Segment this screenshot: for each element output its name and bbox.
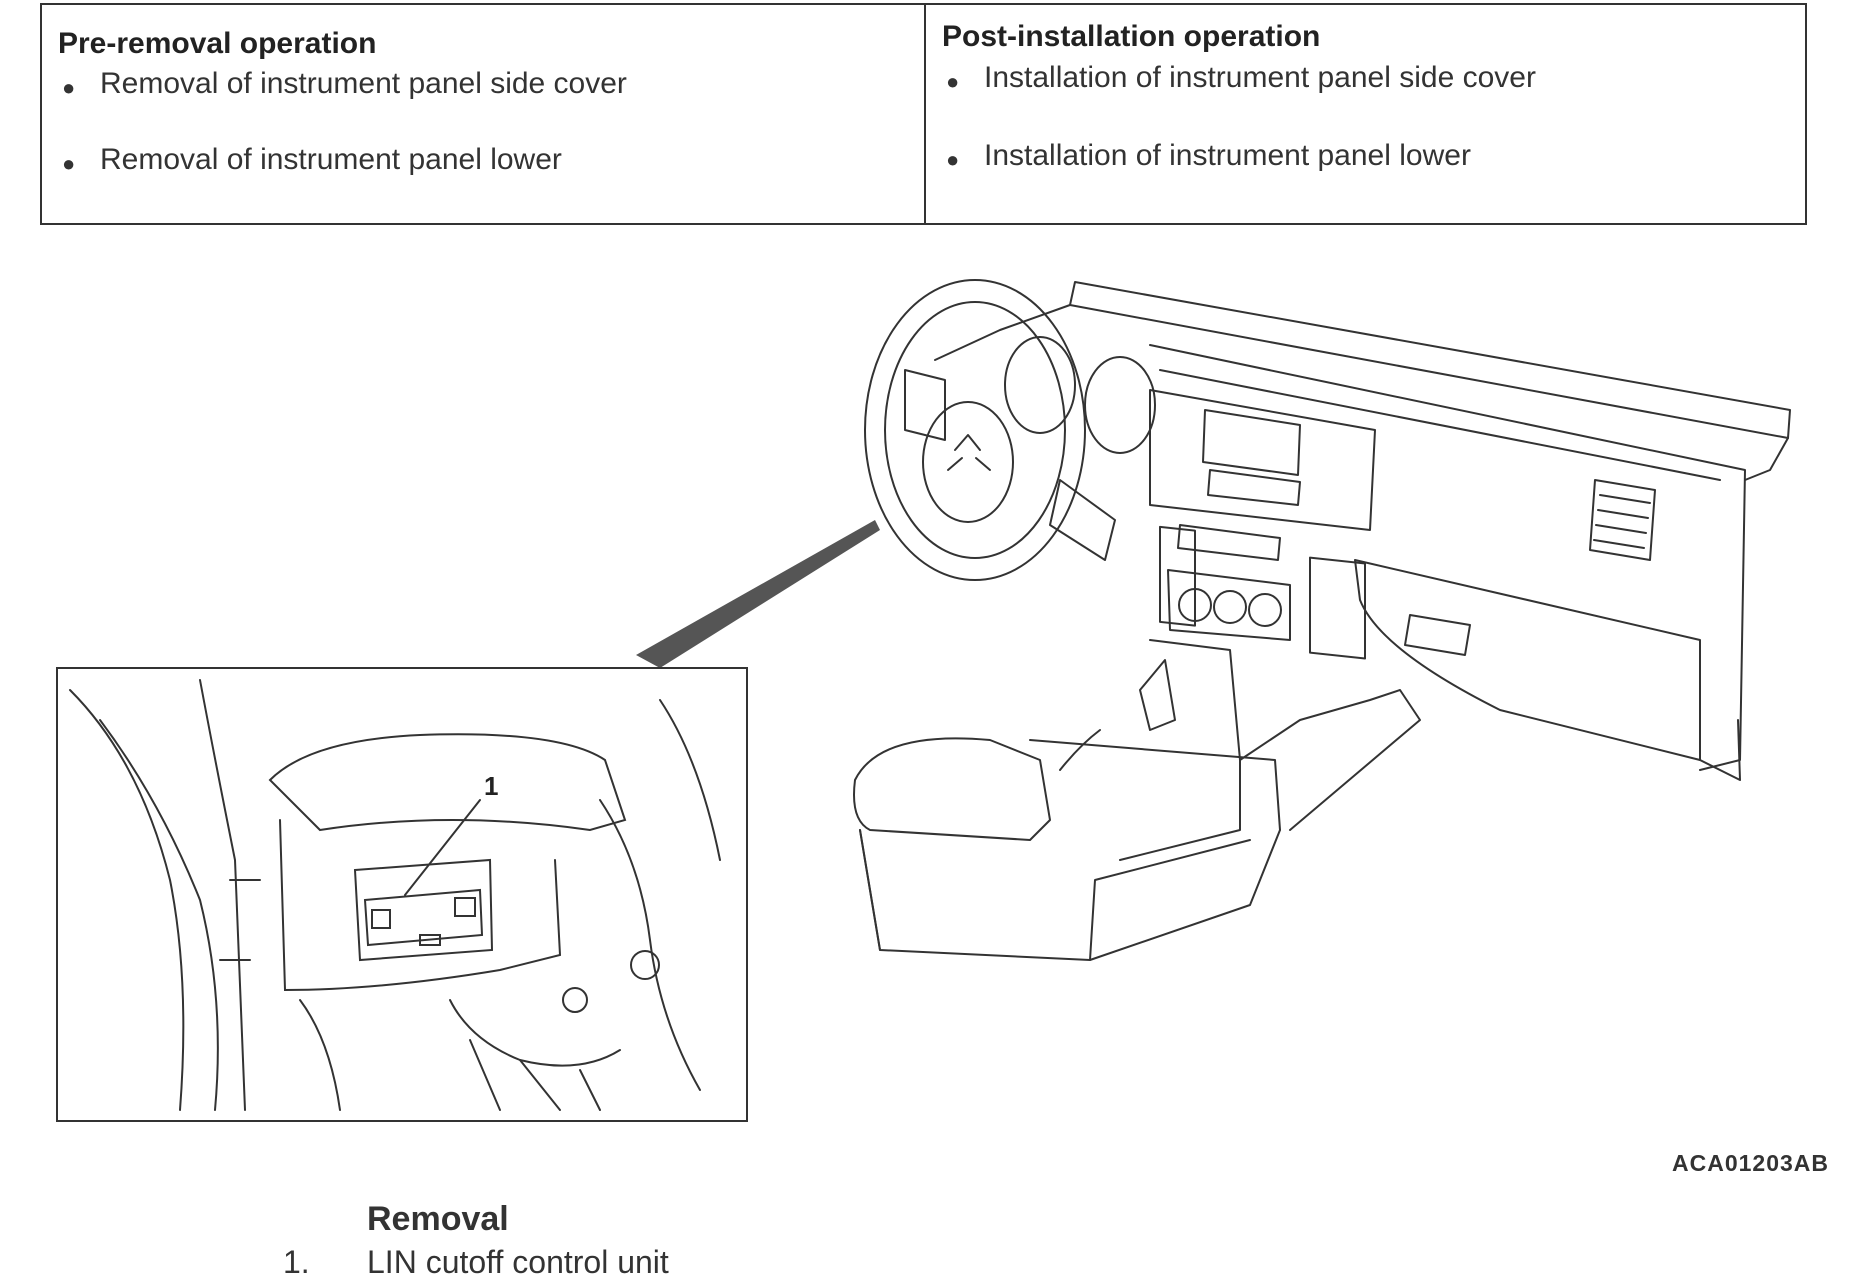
pre-removal-column: Pre-removal operation ● Removal of instr… [42, 5, 926, 223]
bullet-icon: ● [62, 75, 76, 100]
armrest [853, 737, 1051, 841]
right-vent [1589, 479, 1656, 561]
operations-table: Pre-removal operation ● Removal of instr… [40, 3, 1807, 225]
step-label: LIN cutoff control unit [367, 1244, 669, 1280]
detail-pointer [636, 520, 880, 668]
post-installation-column: Post-installation operation ● Installati… [926, 5, 1805, 223]
center-console [1119, 639, 1241, 861]
bullet-icon: ● [946, 147, 960, 172]
gear-shifter [1139, 659, 1176, 731]
lin-cutoff-unit [353, 858, 494, 962]
post-installation-item: Installation of instrument panel side co… [984, 61, 1536, 94]
detail-inset: 1 [56, 667, 748, 1122]
steering-wheel [864, 279, 1086, 581]
dash-face [1149, 344, 1746, 771]
dash-top-rail [1069, 281, 1791, 439]
post-installation-item: Installation of instrument panel lower [984, 139, 1471, 172]
pre-removal-item: Removal of instrument panel lower [100, 143, 562, 176]
pre-removal-item: Removal of instrument panel side cover [100, 67, 627, 100]
bullet-icon: ● [62, 151, 76, 176]
climate-panel [1167, 569, 1291, 641]
post-installation-heading: Post-installation operation [942, 20, 1321, 53]
pre-removal-heading: Pre-removal operation [58, 27, 377, 60]
center-stack [1149, 389, 1376, 531]
bullet-icon: ● [946, 69, 960, 94]
figure-code: ACA01203AB [1672, 1150, 1830, 1176]
glove-box [1354, 559, 1701, 761]
callout-number: 1 [484, 771, 498, 801]
removal-title: Removal [367, 1200, 509, 1238]
step-number: 1. [283, 1244, 310, 1280]
radio-unit [1202, 409, 1301, 476]
